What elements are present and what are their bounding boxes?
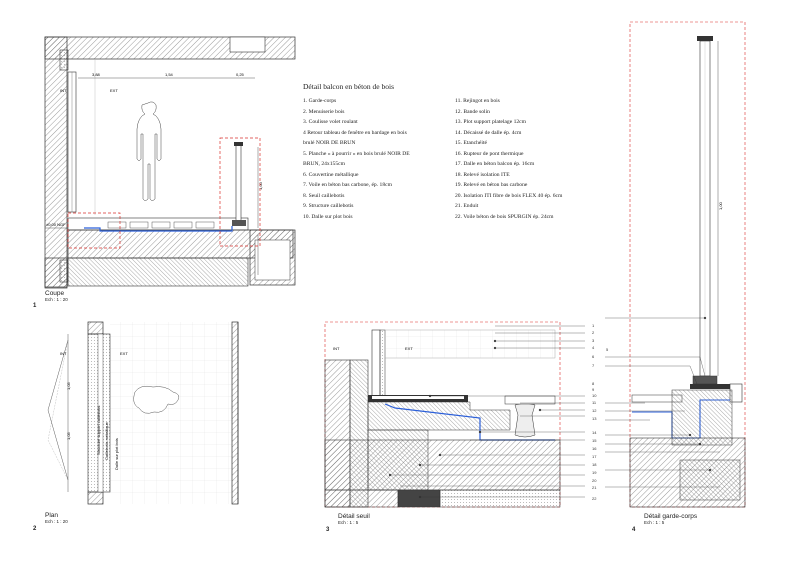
svg-text:1,05: 1,05: [66, 381, 71, 390]
caption-title: Plan: [45, 512, 59, 519]
callout-12: 12: [592, 408, 597, 413]
svg-text:1,00: 1,00: [258, 181, 263, 190]
callout-6: 6: [592, 354, 595, 359]
callout-11: 11: [592, 400, 597, 405]
callout-8: 8: [592, 381, 595, 386]
legend-item: 17. Dalle en béton balcon ép. 16cm: [455, 161, 535, 167]
caption-number: 1: [33, 303, 37, 309]
callout-21: 21: [592, 485, 597, 490]
sheet-title: Détail balcon en béton de bois: [303, 82, 395, 91]
svg-text:EXT: EXT: [405, 346, 413, 351]
legend-item: 15. Etanchéité: [455, 140, 487, 146]
callout-18: 18: [592, 462, 597, 467]
callout-4: 4: [592, 345, 595, 350]
legend-item: 6. Couvertine métallique: [303, 171, 359, 178]
legend-right: 11. Rejingot en bois 12. Bande solin 13.…: [455, 96, 562, 222]
caption-title: Détail garde-corps: [644, 513, 698, 520]
callout-9: 9: [592, 387, 595, 392]
callout-13: 13: [592, 416, 597, 421]
svg-text:Dalle sur plot bois: Dalle sur plot bois: [114, 438, 119, 470]
svg-text:1,54: 1,54: [165, 72, 174, 77]
callout-2: 2: [592, 330, 595, 335]
legend-item: 19. Relevé en béton bas carbone: [455, 182, 528, 188]
legend-item: 1. Garde-corps: [303, 98, 337, 104]
callout-7: 7: [592, 363, 595, 368]
legend-item: BRUN, 24x155cm: [303, 161, 345, 167]
legend-item: 16. Rupteur de pont thermique: [455, 150, 524, 157]
caption-plan-text: Plan Ech : 1 : 20: [45, 512, 68, 524]
callout-16: 16: [592, 446, 597, 451]
caption-title: Coupe: [45, 290, 65, 297]
legend-item: 11. Rejingot en bois: [455, 98, 500, 104]
svg-text:Structure support caillebotis: Structure support caillebotis: [96, 406, 101, 455]
legend-item: 12. Bande solin: [455, 108, 490, 115]
plan-drawing: 1,05 1,05 Dalle sur plot bois Cailleboti…: [45, 321, 239, 505]
legend-item: 4 Retour tableau de fenêtre en bardage e…: [303, 129, 407, 136]
svg-text:Caillebotis métallique: Caillebotis métallique: [104, 421, 109, 460]
caption-garde-corps-text: Détail garde-corps Ech : 1 : 5: [644, 513, 697, 525]
svg-text:EXT: EXT: [110, 88, 118, 93]
legend-item: 13. Plot support platelage 12cm: [455, 119, 526, 125]
caption-title: Détail seuil: [338, 513, 370, 520]
svg-text:0,25: 0,25: [236, 72, 245, 77]
legend-item: 14. Décaissé de dalle ép. 4cm: [455, 129, 522, 136]
legend-item: 9. Structure caillebotis: [303, 203, 354, 209]
caption-seuil: 3: [326, 518, 329, 536]
svg-text:INT: INT: [60, 88, 67, 93]
svg-text:1,05: 1,05: [66, 431, 71, 440]
callout-17: 17: [592, 454, 597, 459]
callout-1: 1: [592, 323, 595, 328]
caption-number: 4: [632, 527, 636, 533]
legend-left: 1. Garde-corps 2. Menuiserie bois 3. Cou…: [303, 96, 410, 222]
callout-14: 14: [592, 430, 597, 435]
caption-scale: Ech : 1 : 5: [644, 520, 665, 525]
caption-coupe-text: Coupe Ech : 1 : 20: [45, 290, 68, 302]
coupe-drawing: 3,88 1,54 0,25 1,00 ±0,: [44, 36, 296, 289]
caption-plan: 2: [33, 517, 36, 535]
detail-garde-corps-drawing: 1,00: [605, 21, 746, 508]
caption-garde-corps: 4: [632, 518, 635, 536]
legend-item: 20. Isolation ITI fibre de bois FLEX 40 …: [455, 192, 563, 199]
callout-20: 20: [592, 478, 597, 483]
caption-number: 2: [33, 526, 37, 532]
legend-item: 3. Coulisse volet roulant: [303, 119, 358, 125]
caption-scale: Ech : 1 : 20: [45, 297, 68, 302]
callout-3: 3: [592, 338, 595, 343]
svg-text:INT: INT: [60, 351, 67, 356]
callout-15: 15: [592, 438, 597, 443]
svg-text:EXT: EXT: [120, 351, 128, 356]
caption-seuil-text: Détail seuil Ech : 1 : 5: [338, 513, 370, 525]
callout-22: 22: [592, 496, 597, 501]
svg-text:INT: INT: [333, 346, 340, 351]
callout-5: 5: [606, 347, 609, 352]
legend-item: 8. Seuil caillebotis: [303, 192, 345, 199]
legend-item: 21. Enduit: [455, 203, 479, 209]
legend-item: brulé NOIR DE BRUN: [303, 140, 356, 146]
caption-scale: Ech : 1 : 5: [338, 520, 359, 525]
caption-scale: Ech : 1 : 20: [45, 519, 68, 524]
legend-item: 7. Voile en béton bas carbone, ép. 18cm: [303, 182, 392, 188]
caption-number: 3: [326, 527, 330, 533]
svg-text:3,88: 3,88: [92, 72, 101, 77]
legend-item: 5. Planche « à pourrir » en bois brulé N…: [303, 150, 410, 157]
legend-item: 22. Voile béton de bois SPURGIN ép. 24cm: [455, 213, 554, 220]
svg-text:±0,00 NGF: ±0,00 NGF: [46, 222, 66, 227]
svg-text:1,00: 1,00: [718, 201, 723, 210]
detail-seuil-drawing: INT EXT: [324, 321, 585, 508]
callout-10: 10: [592, 393, 597, 398]
caption-coupe: 1: [33, 294, 36, 312]
legend-item: 2. Menuiserie bois: [303, 108, 345, 115]
callout-19: 19: [592, 470, 597, 475]
legend-item: 10. Dalle sur plot bois: [303, 213, 353, 220]
legend-item: 18. Relevé isolation ITE: [455, 171, 510, 178]
